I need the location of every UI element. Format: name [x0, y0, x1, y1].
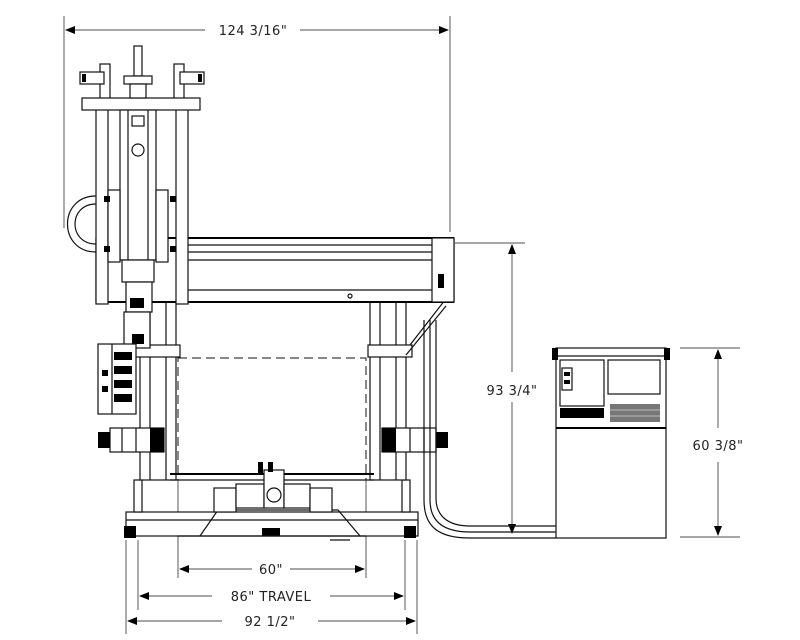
base-frame: [124, 479, 419, 541]
travel-label: 86" TRAVEL: [231, 590, 312, 605]
dimension-base-width: 92 1/2": [125, 540, 418, 634]
dimension-overall-width: 124 3/16": [63, 16, 451, 232]
overall-width-label: 124 3/16": [219, 24, 288, 39]
table-width-label: 60": [259, 563, 283, 578]
control-console: [552, 347, 670, 539]
base-width-label: 92 1/2": [244, 615, 295, 630]
gantry-height-label: 93 3/4": [486, 384, 537, 399]
work-table-outline: [170, 357, 374, 481]
cable-run: [423, 320, 556, 539]
right-column: [367, 299, 447, 481]
console-height-label: 60 3/8": [692, 439, 743, 454]
dimension-console-height: 60 3/8": [680, 347, 743, 538]
head-assembly: [66, 45, 205, 349]
dimension-gantry-height: 93 3/4": [455, 242, 537, 534]
left-side-clamp: [98, 427, 165, 453]
bottom-carriage: [213, 462, 333, 513]
dimension-travel: 86" TRAVEL: [137, 540, 406, 610]
tool-magazine: [97, 343, 137, 415]
right-side-clamp: [381, 427, 448, 453]
